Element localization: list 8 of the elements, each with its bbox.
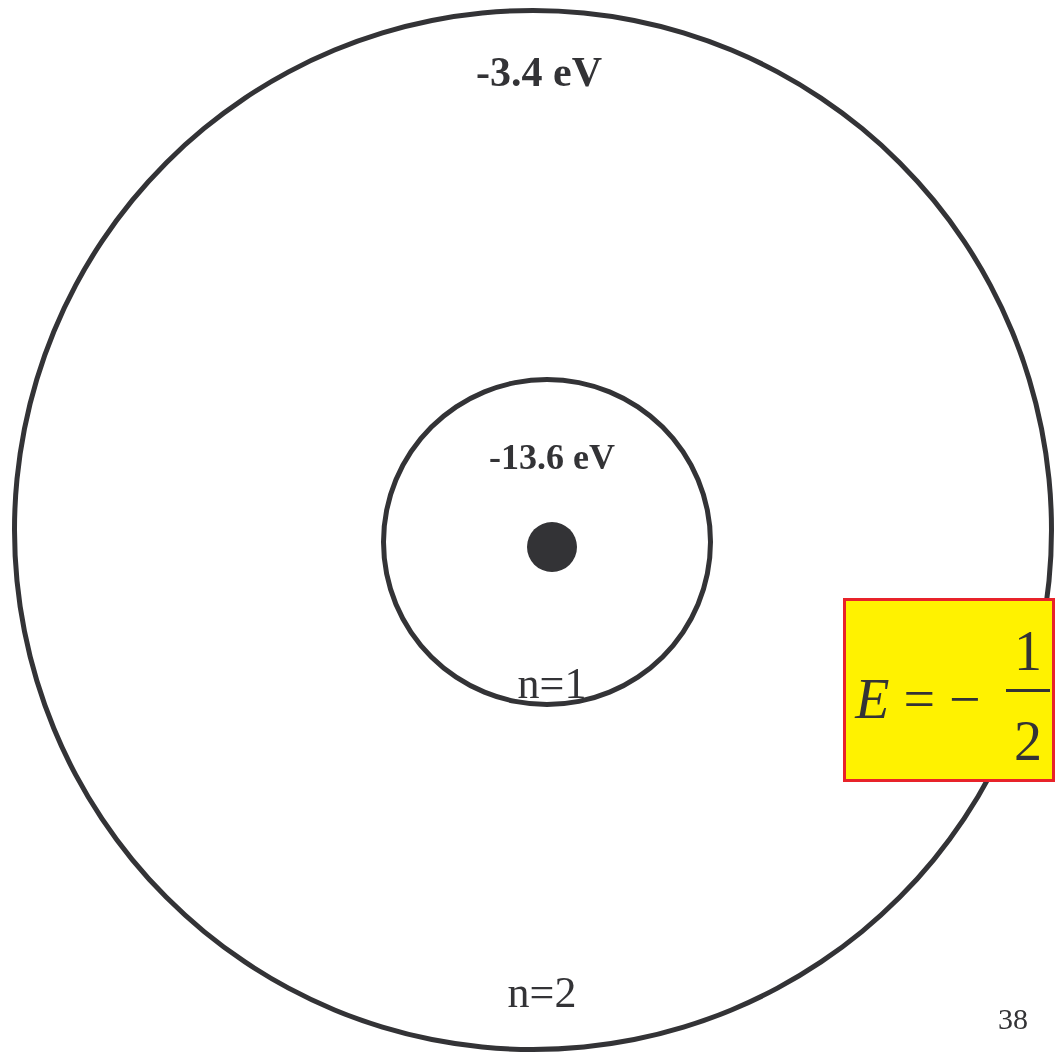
formula-text: E = − [855, 671, 981, 727]
energy-label: -3.4 eV [476, 51, 602, 93]
fraction-denominator: 2 [1014, 713, 1042, 769]
energy-label: -13.6 eV [489, 439, 615, 475]
level-label: n=2 [507, 971, 577, 1015]
page-number: 38 [998, 1004, 1028, 1034]
level-label: n=1 [517, 662, 587, 706]
fraction-numerator: 1 [1014, 623, 1042, 679]
